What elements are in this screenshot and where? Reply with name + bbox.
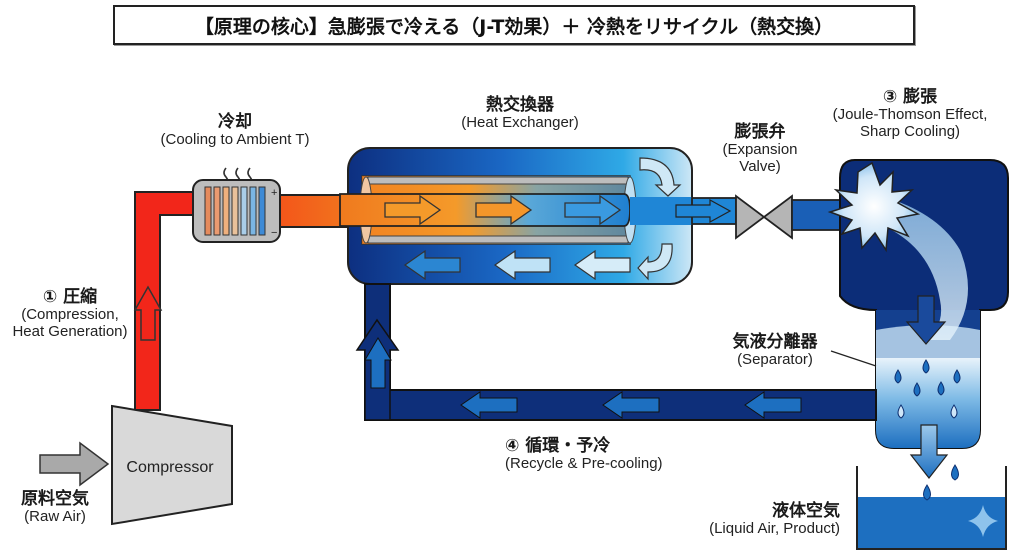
expansion-jp: ③ 膨張	[882, 87, 938, 107]
heat-exchanger-label: 熱交換器 (Heat Exchanger)	[420, 95, 620, 132]
hot-pipe	[133, 191, 206, 411]
return-arrow-icon	[403, 249, 461, 281]
raw-air-en: (Raw Air)	[24, 508, 86, 526]
cooling-en: (Cooling to Ambient T)	[160, 131, 310, 149]
cold-plume	[868, 198, 968, 340]
expansion-valve-en-1: (Expansion	[722, 141, 798, 159]
raw-air-label: 原料空気 (Raw Air)	[5, 489, 105, 526]
recycle-en: (Recycle & Pre-cooling)	[505, 455, 663, 473]
liquid-droplet-icon	[951, 464, 959, 481]
heat-exchanger	[339, 147, 693, 285]
expansion-valve[interactable]	[735, 194, 793, 240]
flow-left-arrow-icon	[602, 391, 660, 419]
return-arrow-icon	[573, 249, 631, 281]
liquid-droplet-icon	[923, 484, 931, 501]
up-arrow-icon	[133, 285, 163, 341]
heat-exchanger-en: (Heat Exchanger)	[461, 114, 579, 132]
expansion-burst-icon	[827, 161, 921, 253]
expansion-label: ③ 膨張 (Joule-Thomson Effect, Sharp Coolin…	[810, 87, 1010, 141]
return-arrow-icon	[493, 249, 551, 281]
sparkle-icon	[968, 505, 998, 537]
compression-en-1: (Compression,	[21, 306, 119, 324]
liquid-air-label: 液体空気 (Liquid Air, Product)	[670, 501, 840, 538]
separator-leader-line	[830, 350, 877, 367]
u-turn-arrow-icon	[639, 157, 682, 197]
liquid-air-tank	[856, 464, 1007, 550]
separator-en: (Separator)	[737, 351, 813, 369]
flow-arrow-icon	[475, 194, 533, 226]
compressor-label: Compressor	[126, 459, 214, 476]
liquid-air-jp: 液体空気	[772, 501, 840, 521]
cooling-jp: 冷却	[218, 112, 252, 132]
compression-label: ① 圧縮 (Compression, Heat Generation)	[0, 287, 140, 341]
liquid-droplet-icon	[894, 359, 961, 419]
drain-arrow-icon	[909, 424, 949, 479]
expansion-valve-jp: 膨張弁	[734, 122, 786, 142]
aftercooler: + −	[192, 167, 281, 243]
flow-left-arrow-icon	[460, 391, 518, 419]
flow-arrow-icon	[564, 194, 622, 226]
flow-left-arrow-icon	[744, 391, 802, 419]
compressor[interactable]: Compressor	[111, 404, 233, 526]
compression-en-2: Heat Generation)	[12, 322, 128, 340]
expansion-chamber	[827, 159, 1009, 479]
up-arrow-icon	[364, 337, 392, 389]
down-arrow-icon	[905, 295, 947, 345]
cooling-label: 冷却 (Cooling to Ambient T)	[135, 112, 335, 149]
u-turn-arrow-icon	[637, 243, 673, 281]
expansion-en-2: Sharp Cooling)	[859, 122, 961, 140]
recycle-label: ④ 循環・予冷 (Recycle & Pre-cooling)	[505, 436, 720, 473]
recycle-jp: ④ 循環・予冷	[505, 436, 611, 456]
flow-arrow-icon	[384, 194, 442, 226]
recycle-pipe	[355, 283, 877, 421]
expansion-valve-en-2: Valve)	[739, 157, 781, 175]
expansion-valve-label: 膨張弁 (Expansion Valve)	[700, 122, 820, 176]
expansion-en-1: (Joule-Thomson Effect,	[832, 106, 988, 124]
cooler-minus: −	[271, 227, 277, 239]
heat-exchanger-jp: 熱交換器	[486, 95, 554, 115]
compression-jp: ① 圧縮	[42, 287, 98, 307]
cold-pipe	[675, 197, 737, 225]
cooler-plus: +	[271, 187, 277, 199]
liquid-air-en: (Liquid Air, Product)	[709, 520, 840, 538]
separator-jp: 気液分離器	[732, 332, 818, 352]
raw-air-jp: 原料空気	[21, 489, 89, 509]
separator-label: 気液分離器 (Separator)	[710, 332, 840, 369]
diagram-title: 【原理の核心】急膨張で冷える（J-T効果）＋ 冷熱をリサイクル（熱交換）	[113, 5, 915, 45]
raw-air-arrow-icon	[39, 441, 110, 487]
